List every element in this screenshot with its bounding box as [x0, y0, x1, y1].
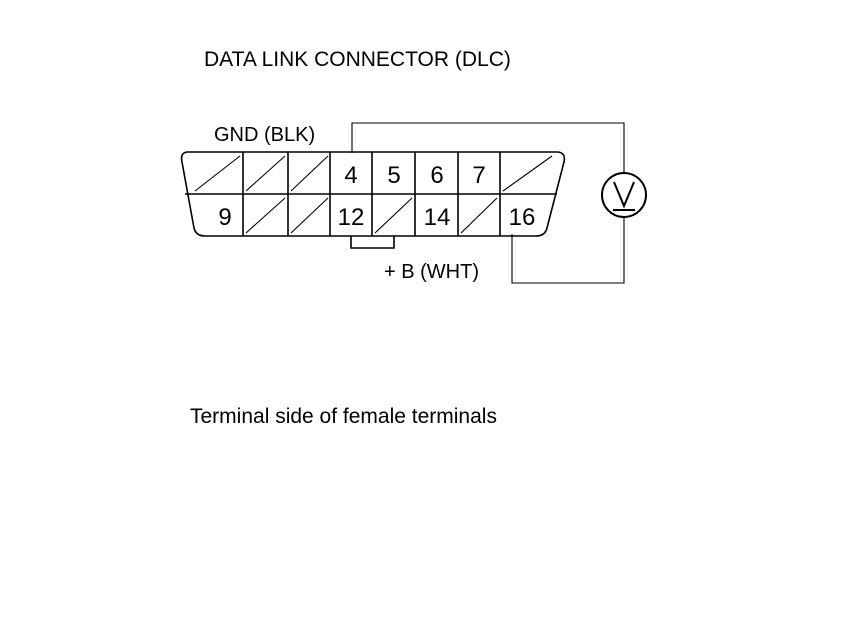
- pin-14-label: 14: [424, 204, 451, 231]
- gnd-label: GND (BLK): [214, 124, 315, 146]
- empty-cavity-mark: [290, 155, 329, 192]
- pin-12-label: 12: [338, 204, 365, 231]
- pin-16-label: 16: [509, 204, 536, 231]
- b-plus-wire: [511, 218, 625, 284]
- empty-cavity-hatches-bottom: [245, 197, 498, 234]
- pin-4-label: 4: [344, 162, 357, 189]
- gnd-wire: [351, 122, 625, 172]
- empty-cavity-mark: [245, 197, 286, 234]
- pin-9-label: 9: [218, 204, 231, 231]
- cavity-dividers: [242, 152, 501, 236]
- empty-cavity-mark: [460, 197, 498, 234]
- empty-cavity-mark: [245, 155, 286, 192]
- pin-6-label: 6: [430, 162, 443, 189]
- pin-7-label: 7: [472, 162, 485, 189]
- diagram-caption: Terminal side of female terminals: [190, 405, 497, 428]
- connector-body: [180, 151, 566, 237]
- diagram-title: DATA LINK CONNECTOR (DLC): [204, 48, 511, 71]
- empty-cavity-mark: [374, 197, 413, 234]
- empty-cavity-mark: [194, 155, 241, 192]
- empty-cavity-hatches-top: [194, 155, 553, 192]
- b-plus-label: + B (WHT): [384, 261, 479, 283]
- empty-cavity-mark: [290, 197, 329, 234]
- pin-5-label: 5: [387, 162, 400, 189]
- connector-lock-tab: [350, 236, 395, 249]
- voltmeter-icon: V: [601, 172, 647, 218]
- empty-cavity-mark: [502, 155, 553, 192]
